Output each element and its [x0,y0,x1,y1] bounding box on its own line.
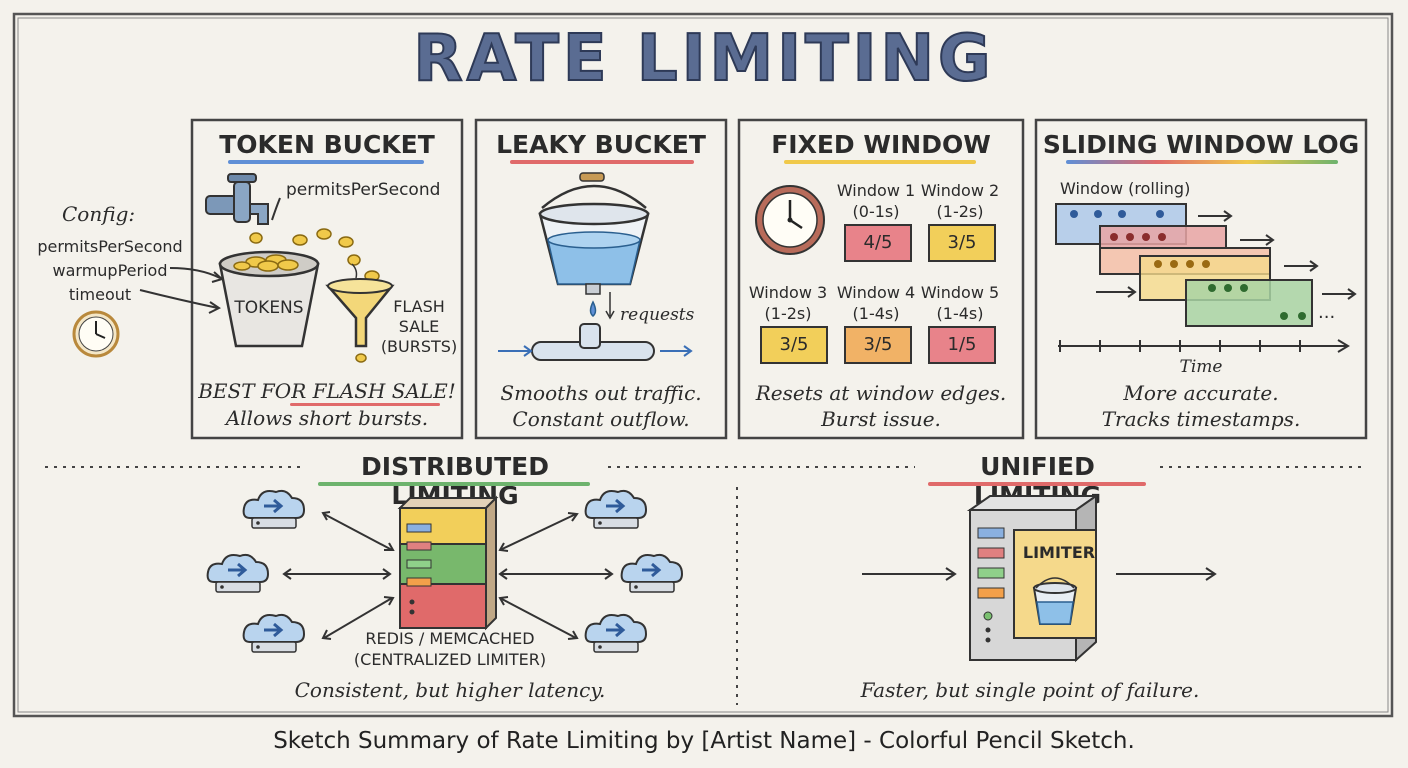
leaky-bucket-caption-1: Smooths out traffic. [500,381,702,405]
window-3-name: Window 3 [748,283,828,302]
unified-illustration [862,494,1217,663]
client-node-3 [242,613,306,654]
coin-icons [249,228,380,282]
client-node-1 [242,489,306,530]
client-node-2 [206,553,270,594]
tokens-label: TOKENS [234,298,304,318]
rolling-ellipsis: ... [1318,302,1336,323]
window-3-count: 3/5 [779,334,809,355]
client-node-4 [584,489,648,530]
token-bucket-caption-2: Allows short bursts. [225,406,429,430]
clock-icon [72,310,120,358]
window-5-name: Window 5 [920,283,1000,302]
funnel-label-line3: (BURSTS) [380,337,458,356]
wall-clock-icon [755,185,825,255]
window-5-count: 1/5 [947,334,977,355]
config-item-permits: permitsPerSecond [37,237,183,256]
main-title: RATE LIMITING [412,21,995,97]
token-bucket-icon [218,250,320,348]
time-axis [1058,339,1350,353]
sliding-window-caption-1: More accurate. [1123,381,1279,405]
sliding-window-caption-2: Tracks timestamps. [1101,407,1301,431]
funnel-label-line2: SALE [398,317,440,336]
tap-icon [205,173,269,225]
unified-underline [928,482,1146,486]
window-4-count: 3/5 [863,334,893,355]
funnel-icon [325,278,395,363]
sync-arrows [282,511,614,640]
fixed-window-underline [784,160,976,164]
client-node-6 [584,613,648,654]
rolling-window-label: Window (rolling) [1060,179,1191,198]
rolling-window-5 [1185,279,1313,327]
leaky-bucket-illustration [498,172,693,361]
time-axis-label: Time [1179,357,1223,377]
token-bucket-title: TOKEN BUCKET [219,130,435,159]
window-4-box: 3/5 [844,326,912,364]
pipe-icon [531,323,655,361]
leaky-bucket-caption-2: Constant outflow. [512,407,690,431]
redis-label-line2: (CENTRALIZED LIMITER) [353,650,547,669]
redis-label-line1: REDIS / MEMCACHED [365,629,535,648]
tap-rate-label: permitsPerSecond [286,180,441,200]
unified-caption: Faster, but single point of failure. [860,678,1200,702]
token-bucket-underline [228,160,424,164]
distributed-caption: Consistent, but higher latency. [294,678,606,702]
client-node-5 [620,553,684,594]
window-5-range: (1-4s) [936,304,984,323]
drop-icon [589,300,597,317]
leaky-bucket-title: LEAKY BUCKET [496,130,706,159]
traffic-arrows [862,567,1217,581]
rolling-window-2 [1099,225,1227,249]
window-1-range: (0-1s) [852,202,900,221]
footer-caption: Sketch Summary of Rate Limiting by [Arti… [273,728,1135,754]
window-3-box: 3/5 [760,326,828,364]
central-server-icon [397,495,499,631]
config-item-timeout: timeout [68,285,132,304]
window-2-name: Window 2 [920,181,1000,200]
window-2-box: 3/5 [928,224,996,262]
token-bucket-caption-1: BEST FOR FLASH SALE! [198,379,456,403]
sliding-window-underline [1066,160,1338,164]
window-3-range: (1-2s) [764,304,812,323]
distributed-underline [318,482,590,486]
window-2-range: (1-2s) [936,202,984,221]
fixed-window-caption-1: Resets at window edges. [755,381,1007,405]
fixed-window-title: FIXED WINDOW [771,130,991,159]
config-heading: Config: [62,202,136,226]
funnel-label-line1: FLASH [393,297,445,316]
fixed-window-caption-2: Burst issue. [821,407,941,431]
window-1-box: 4/5 [844,224,912,262]
limiter-label: LIMITER [1022,543,1096,562]
window-2-count: 3/5 [947,232,977,253]
window-4-range: (1-4s) [852,304,900,323]
distributed-illustration [206,489,684,654]
window-5-box: 1/5 [928,326,996,364]
sliding-window-title: SLIDING WINDOW LOG [1042,130,1360,159]
token-bucket-caption-underline [290,403,440,406]
window-1-name: Window 1 [836,181,916,200]
config-item-warmup: warmupPeriod [52,261,168,280]
window-1-count: 4/5 [863,232,893,253]
requests-label: requests [620,305,695,325]
limiter-bucket-icon [1032,577,1078,625]
token-bucket-illustration [205,173,395,363]
leaky-bucket-underline [510,160,694,164]
sliding-window-illustration [1055,203,1357,353]
limiter-server-icon [966,494,1100,663]
window-4-name: Window 4 [836,283,916,302]
bucket-icon [538,172,650,295]
